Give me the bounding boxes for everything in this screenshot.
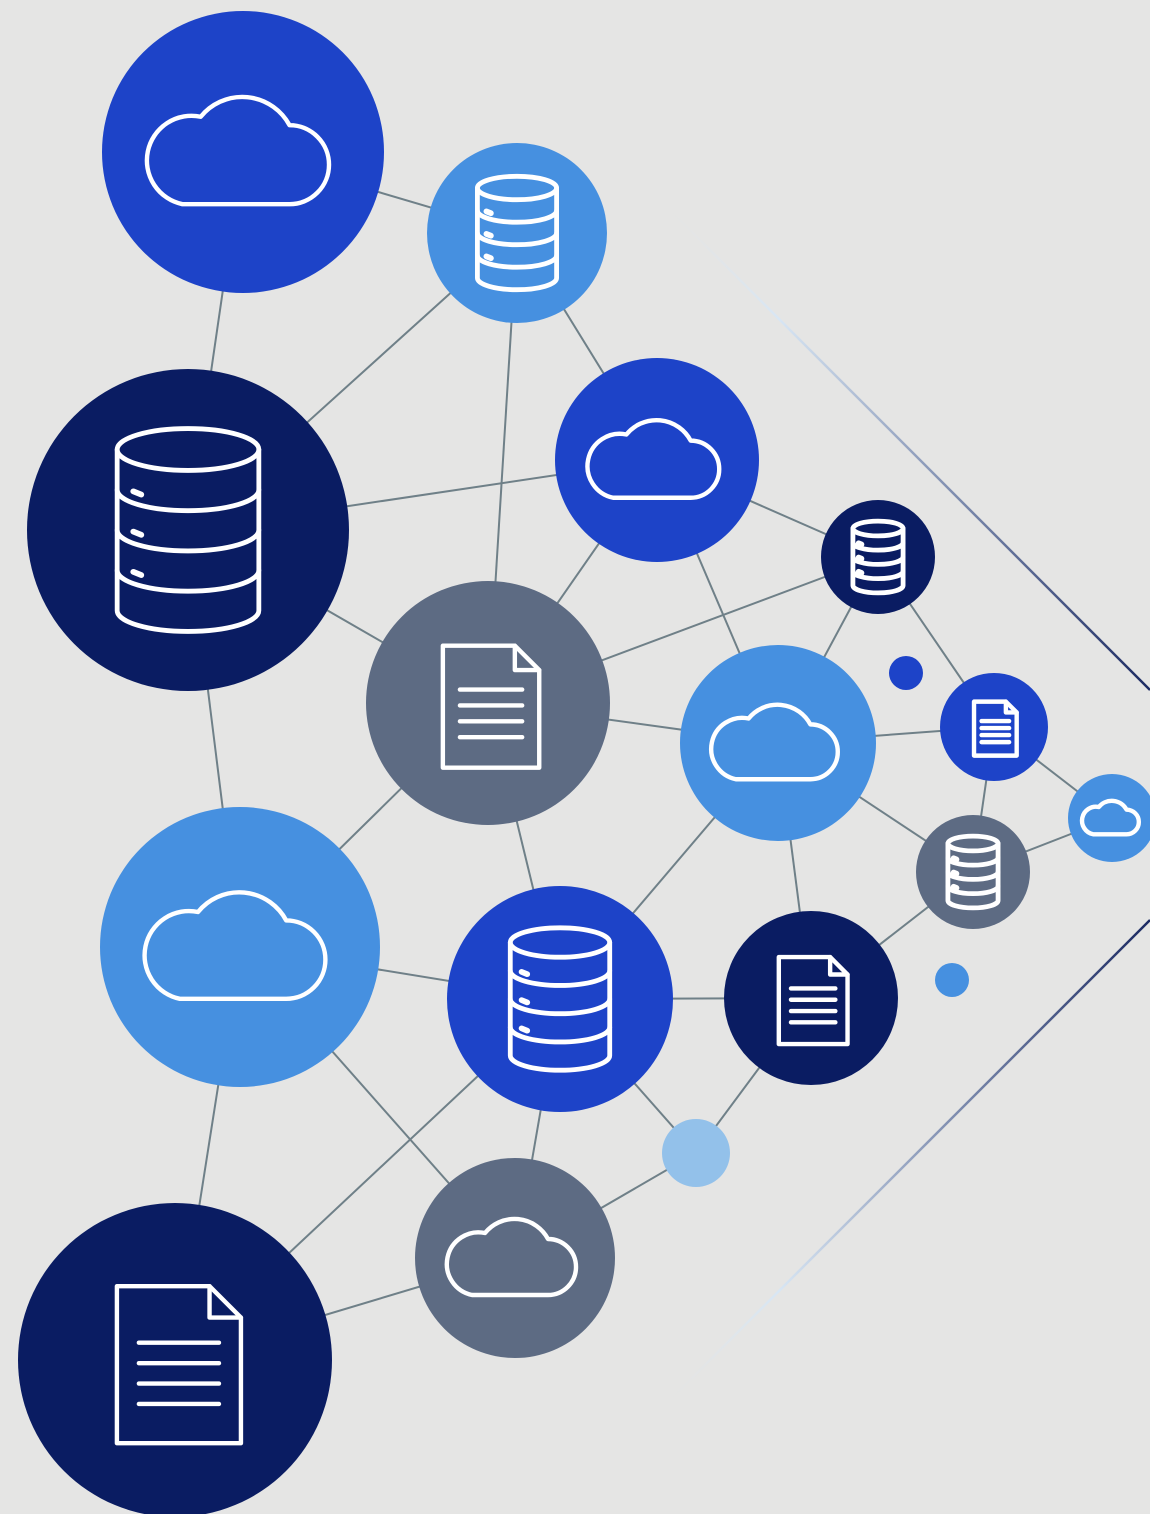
node-circle [27, 369, 349, 691]
node-circle [680, 645, 876, 841]
node-cloud [680, 645, 876, 841]
connector-dot [662, 1119, 730, 1187]
node-document [18, 1203, 332, 1514]
node-circle [102, 11, 384, 293]
node-cloud [102, 11, 384, 293]
chevron-decoration [654, 194, 1150, 1416]
node-circle [100, 807, 380, 1087]
node-circle [935, 963, 969, 997]
node-database [821, 500, 935, 614]
chevron-lower-line [654, 919, 1150, 1416]
connector-dot [889, 656, 923, 690]
node-document [724, 911, 898, 1085]
database-icon [850, 518, 906, 596]
node-document [366, 581, 610, 825]
node-cloud [555, 358, 759, 562]
document-icon [776, 954, 850, 1047]
node-circle [662, 1119, 730, 1187]
chevron-upper-line [654, 194, 1150, 691]
node-cloud [415, 1158, 615, 1358]
cloud-icon [144, 94, 332, 207]
cloud-icon [142, 890, 328, 1002]
document-icon [440, 643, 542, 770]
node-database [27, 369, 349, 691]
node-database [916, 815, 1030, 929]
node-circle [1068, 774, 1150, 862]
node-cloud [100, 807, 380, 1087]
node-circle [447, 886, 673, 1112]
node-document [940, 673, 1048, 781]
node-circle [889, 656, 923, 690]
document-icon [114, 1284, 244, 1446]
cloud-icon [444, 1216, 579, 1298]
node-cloud [1068, 774, 1150, 862]
node-database [427, 143, 607, 323]
network-nodes [18, 11, 1150, 1514]
database-icon [945, 833, 1001, 911]
connector-dot [935, 963, 969, 997]
cloud-icon [709, 702, 840, 782]
document-icon [971, 699, 1019, 758]
database-icon [507, 925, 613, 1073]
node-circle [916, 815, 1030, 929]
database-icon [474, 173, 560, 293]
node-circle [821, 500, 935, 614]
node-database [447, 886, 673, 1112]
node-circle [366, 581, 610, 825]
node-circle [18, 1203, 332, 1514]
cloud-icon [585, 417, 722, 500]
node-circle [427, 143, 607, 323]
database-icon [114, 426, 262, 634]
cloud-icon [1079, 798, 1142, 837]
node-circle [555, 358, 759, 562]
node-circle [415, 1158, 615, 1358]
